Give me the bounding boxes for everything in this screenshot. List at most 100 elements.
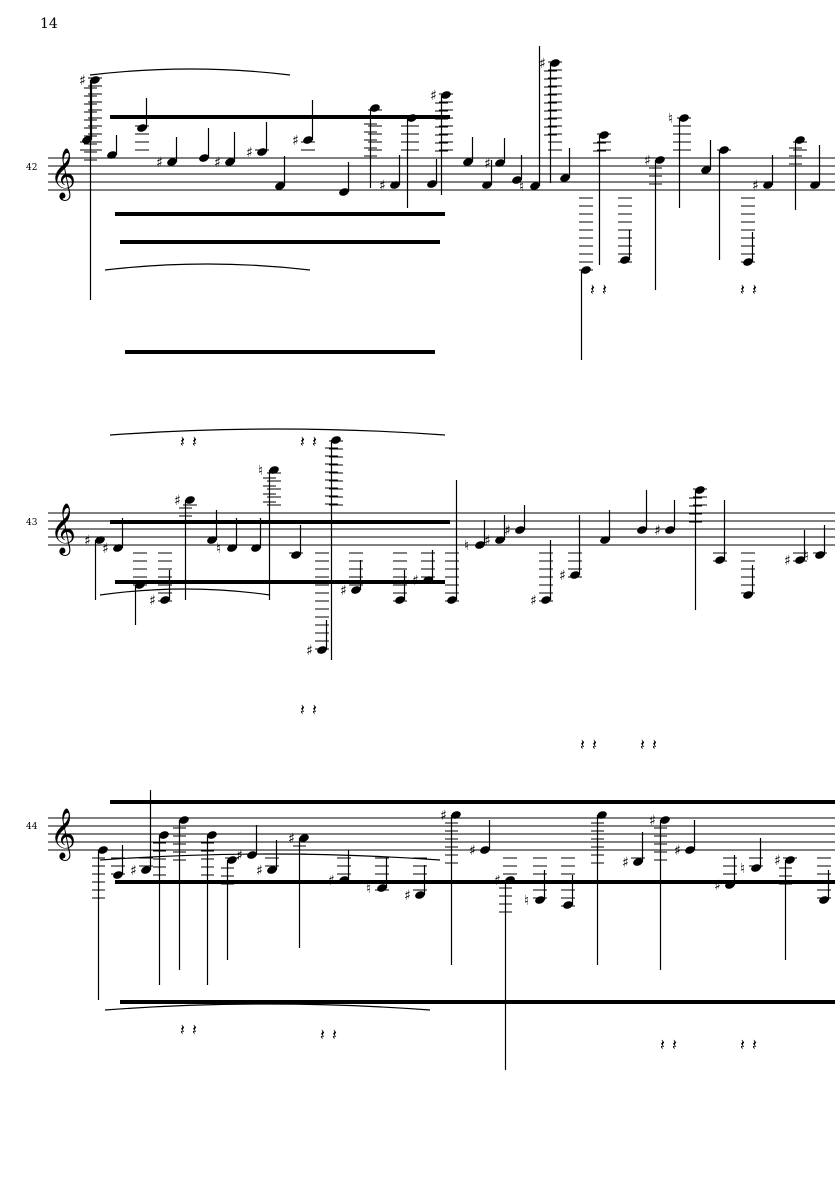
note-head — [225, 158, 235, 166]
note-head — [743, 258, 753, 266]
beam — [110, 800, 835, 804]
note — [741, 197, 755, 266]
accidental-icon: ♯ — [236, 848, 243, 864]
accidental-icon: ♯ — [102, 541, 109, 557]
note-head — [98, 846, 108, 854]
note — [199, 128, 210, 162]
note-head — [597, 811, 607, 819]
accidental-icon: ♯ — [484, 156, 491, 172]
note-head — [515, 526, 525, 534]
note-head — [377, 884, 387, 892]
note: ♯ — [649, 813, 670, 970]
note: ♯ — [246, 122, 269, 161]
note-head — [660, 816, 670, 824]
accidental-icon: ♯ — [256, 863, 263, 879]
quarter-rest-icon: 𝄽 — [752, 1035, 757, 1054]
note — [111, 845, 125, 879]
measure-number-42: 42 — [26, 163, 38, 173]
accidental-icon: ♯ — [784, 553, 791, 569]
note-head — [795, 556, 805, 564]
note-head — [665, 526, 675, 534]
note — [810, 145, 821, 189]
note-head — [395, 596, 405, 604]
note-head — [530, 182, 540, 190]
note — [201, 831, 217, 985]
note-head — [679, 114, 689, 122]
note: ♯ — [256, 840, 279, 879]
accidental-icon: ♯ — [246, 145, 253, 161]
note-head — [599, 131, 609, 139]
note-head — [560, 174, 570, 182]
tie — [109, 428, 446, 436]
note: ♮ — [740, 838, 763, 877]
accidental-icon: ♮ — [740, 861, 745, 877]
note — [135, 98, 149, 151]
note-head — [815, 551, 825, 559]
note-head — [135, 581, 145, 589]
note: ♯ — [174, 493, 197, 600]
accidental-icon: ♯ — [306, 643, 313, 659]
note-head — [141, 866, 151, 874]
note — [741, 552, 755, 599]
note-head — [95, 536, 105, 544]
note-head — [199, 154, 209, 162]
note-head — [207, 536, 217, 544]
accidental-icon: ♯ — [469, 843, 476, 859]
note: ♮ — [216, 518, 238, 557]
note-head — [179, 816, 189, 824]
note — [579, 197, 593, 360]
note-head — [423, 576, 433, 584]
note-head — [257, 148, 267, 156]
accidental-icon: ♯ — [156, 155, 163, 171]
note-head — [351, 586, 361, 594]
note: ♯ — [379, 155, 401, 194]
note-head — [701, 166, 711, 174]
treble-clef-icon: 𝄞 — [50, 148, 76, 201]
note-head — [480, 846, 490, 854]
beam — [115, 880, 835, 884]
note-head — [441, 91, 451, 99]
note-head — [185, 496, 195, 504]
note-head — [275, 182, 285, 190]
accidental-icon: ♯ — [714, 878, 721, 894]
accidental-icon: ♯ — [539, 56, 546, 72]
note: ♯ — [288, 831, 309, 948]
note-head — [390, 181, 400, 189]
note: ♯ — [236, 825, 258, 864]
note — [817, 857, 831, 904]
note — [427, 159, 438, 188]
accidental-icon: ♯ — [774, 853, 781, 869]
accidental-icon: ♮ — [464, 538, 469, 554]
note-head — [427, 180, 437, 188]
accidental-icon: ♯ — [292, 133, 299, 149]
note-head — [715, 556, 725, 564]
note-head — [570, 571, 580, 579]
note: ♯ — [340, 552, 363, 599]
tie — [104, 263, 311, 271]
accidental-icon: ♯ — [504, 523, 511, 539]
note — [325, 436, 343, 660]
accidental-icon: ♯ — [494, 873, 501, 889]
quarter-rest-icon: 𝄽 — [300, 432, 305, 451]
accidental-icon: ♯ — [440, 808, 447, 824]
quarter-rest-icon: 𝄽 — [312, 700, 317, 719]
note — [92, 846, 108, 1000]
accidental-icon: ♯ — [340, 583, 347, 599]
accidental-icon: ♯ — [559, 568, 566, 584]
note: ♯ — [214, 132, 236, 171]
note-head — [415, 891, 425, 899]
note-head — [482, 181, 492, 189]
note-head — [725, 881, 735, 889]
note: ♯ — [156, 137, 178, 171]
note-head — [299, 834, 309, 842]
quarter-rest-icon: 𝄽 — [672, 1035, 677, 1054]
note — [107, 135, 118, 159]
music-system-2: 𝄞♯♯♯♯♮♮♯♯♯♮♯♯♯♯♯♯♮𝄽𝄽𝄽𝄽𝄽𝄽 — [48, 436, 835, 754]
note-head — [137, 124, 147, 132]
accidental-icon: ♯ — [214, 155, 221, 171]
note-head — [620, 256, 630, 264]
note-head — [269, 466, 279, 474]
note — [463, 137, 474, 166]
note-head — [785, 856, 795, 864]
note: ♯ — [102, 518, 124, 557]
